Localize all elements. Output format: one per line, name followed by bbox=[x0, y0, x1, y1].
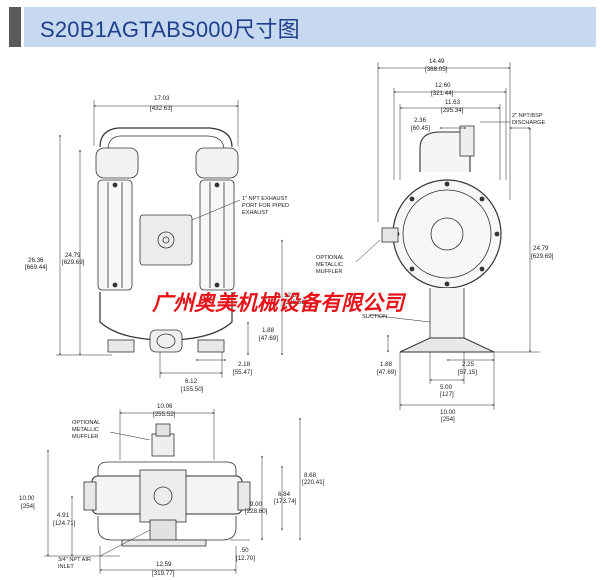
side-half-base-mm: [57.15] bbox=[458, 369, 477, 376]
page-title: S20B1AGTABS000尺寸图 bbox=[40, 17, 300, 42]
front-foot-offset-mm: [55.47] bbox=[233, 369, 252, 376]
front-foot-span-mm: [155.50] bbox=[181, 386, 204, 393]
side-base: 10.00 bbox=[440, 409, 456, 416]
top-h3-mm: [228.60] bbox=[245, 508, 268, 515]
side-muffler-note: OPTIONAL METALLIC MUFFLER bbox=[316, 255, 344, 275]
side-width-total-mm: [368.05] bbox=[425, 66, 448, 73]
top-h1: 8.68 bbox=[304, 472, 317, 479]
front-height-foot: 1.88 bbox=[262, 327, 275, 334]
side-offset-mm: [60.45] bbox=[411, 125, 430, 132]
side-bolt-mm: [127] bbox=[440, 391, 454, 398]
side-suction-note: SUCTION bbox=[362, 314, 387, 320]
side-width-c: 11.63 bbox=[445, 99, 461, 106]
top-inlet-height: 4.91 bbox=[57, 512, 70, 519]
top-h2-mm: [173.74] bbox=[274, 498, 297, 505]
front-dimension-lines bbox=[56, 100, 283, 378]
side-width-total: 14.49 bbox=[429, 58, 445, 65]
front-width-top-mm: [432.63] bbox=[150, 105, 173, 112]
side-dimension-lines bbox=[355, 62, 540, 410]
side-height: 24.79 bbox=[533, 245, 549, 252]
top-h2: 6.84 bbox=[278, 491, 291, 498]
front-view bbox=[95, 127, 239, 353]
top-h3: 9.00 bbox=[250, 501, 263, 508]
top-bottom-width: 12.59 bbox=[156, 561, 172, 568]
top-air-inlet-note: 3/4" NPT AIR INLET bbox=[58, 557, 91, 570]
side-width-c-mm: [295.34] bbox=[441, 107, 464, 114]
side-width-b-mm: [321.44] bbox=[431, 90, 454, 97]
header-accent-bar bbox=[9, 7, 21, 47]
top-depth: 10.00 bbox=[19, 495, 35, 502]
top-small-mm: [12.70] bbox=[236, 555, 255, 562]
front-foot-offset: 2.18 bbox=[238, 361, 251, 368]
front-height-total-mm: [669.44] bbox=[25, 264, 48, 271]
top-dimension-lines bbox=[44, 409, 301, 574]
top-small: .50 bbox=[240, 547, 249, 554]
top-view bbox=[83, 423, 251, 547]
top-depth-mm: [254] bbox=[21, 503, 35, 510]
front-foot-span: 6.12 bbox=[185, 378, 198, 385]
side-offset: 2.36 bbox=[414, 117, 427, 124]
front-height-foot-mm: [47.69] bbox=[259, 335, 278, 342]
side-base-mm: [254] bbox=[441, 416, 455, 423]
front-exhaust-note: 1" NPT EXHAUST PORT FOR PIPED EXHAUST bbox=[242, 196, 289, 216]
top-h1-mm: [220.41] bbox=[302, 479, 325, 486]
company-watermark: 广州奥美机械设备有限公司 bbox=[152, 291, 407, 315]
top-width: 10.06 bbox=[157, 403, 173, 410]
header: S20B1AGTABS000尺寸图 bbox=[0, 0, 603, 50]
side-width-b: 12.60 bbox=[435, 82, 451, 89]
side-bolt: 5.00 bbox=[440, 384, 453, 391]
front-height-mid: 12.85 bbox=[284, 292, 300, 299]
side-height-mm: [629.69] bbox=[531, 253, 554, 260]
front-height-discharge: 24.79 bbox=[65, 252, 81, 259]
front-width-top: 17.03 bbox=[154, 95, 170, 102]
side-view bbox=[381, 125, 502, 353]
side-foot-height-mm: [47.69] bbox=[377, 369, 396, 376]
front-height-discharge-mm: [629.69] bbox=[62, 259, 85, 266]
header-band bbox=[24, 7, 596, 47]
side-discharge-note: 2" NPT/BSP DISCHARGE bbox=[512, 113, 545, 126]
side-half-base: 2.25 bbox=[462, 361, 475, 368]
side-foot-height: 1.88 bbox=[380, 361, 393, 368]
top-bottom-width-mm: [319.77] bbox=[152, 570, 175, 577]
front-height-total: 26.36 bbox=[28, 257, 44, 264]
top-muffler-note: OPTIONAL METALLIC MUFFLER bbox=[72, 420, 100, 440]
top-inlet-height-mm: [124.71] bbox=[53, 520, 76, 527]
top-width-mm: [255.52] bbox=[153, 411, 176, 418]
front-height-mid-mm: [326.51] bbox=[284, 299, 307, 306]
